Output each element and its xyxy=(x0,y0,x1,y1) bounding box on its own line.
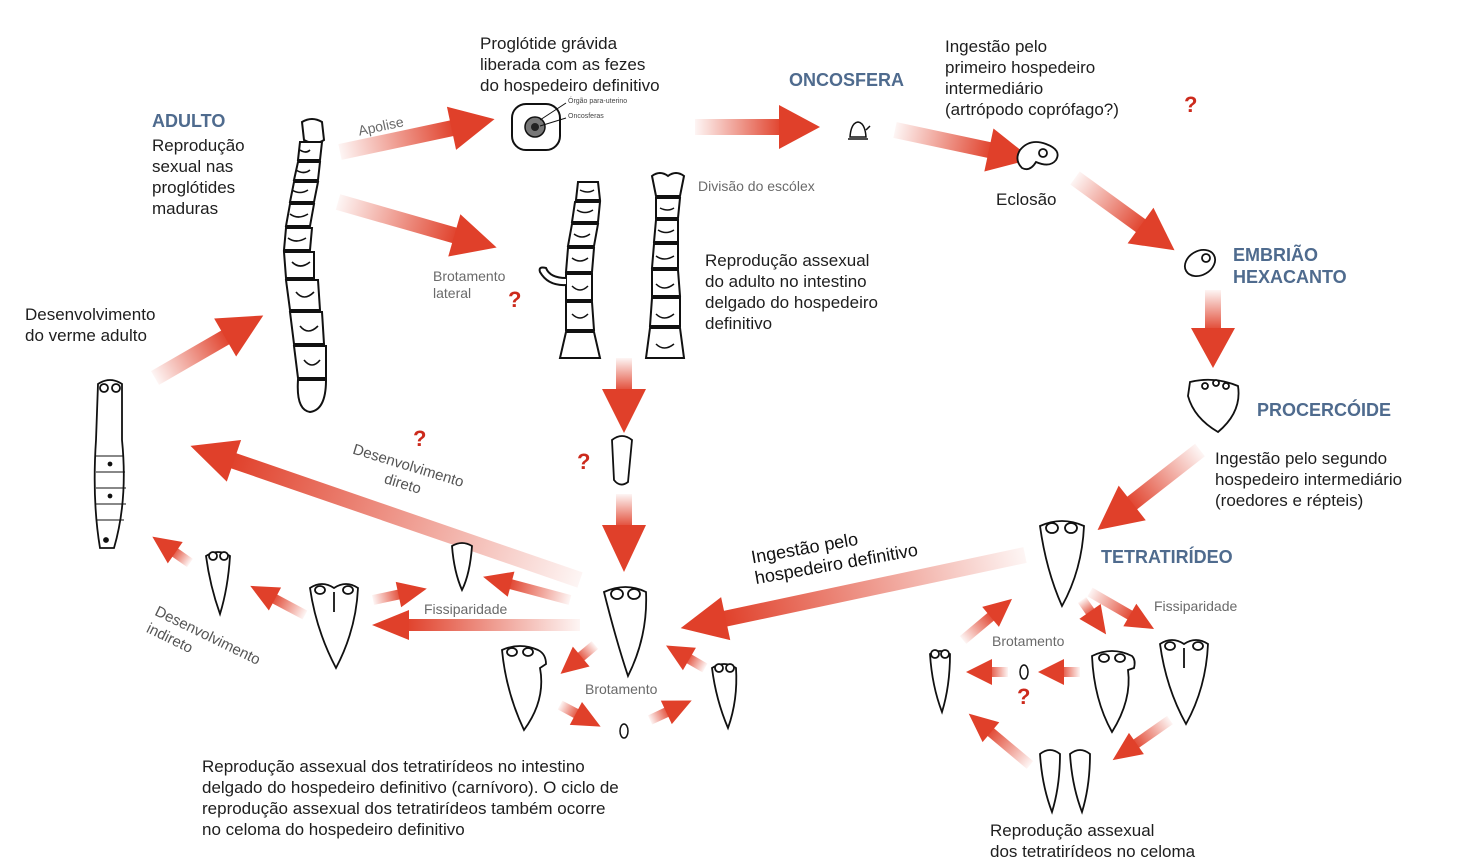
label-ingestao-segundo: Ingestão pelo segundo hospedeiro interme… xyxy=(1215,448,1402,511)
gravid-proglottid xyxy=(512,103,566,150)
label-desenvolvimento-adulto: Desenvolvimento do verme adulto xyxy=(25,304,155,346)
label-reproducao-adulto: Reprodução assexual do adulto no intesti… xyxy=(705,250,878,334)
arrow-to-small-left xyxy=(244,574,311,626)
tetrathyridium-celoma-fissiparity xyxy=(1160,640,1208,724)
label-eclosao: Eclosão xyxy=(996,189,1056,210)
label-brotamento-right: Brotamento xyxy=(992,633,1064,650)
arrow-bud-left xyxy=(552,635,603,684)
arrow-celoma-to-bud xyxy=(1038,659,1080,685)
question-mark-larva: ? xyxy=(577,450,590,474)
arrow-proglotide-to-oncosfera xyxy=(695,105,820,149)
small-larva-left xyxy=(206,552,230,614)
label-reproducao-celoma: Reprodução assexual dos tetratirídeos no… xyxy=(990,820,1195,862)
bud-celoma xyxy=(1020,665,1028,679)
label-adulto-desc: Reprodução sexual nas proglótides madura… xyxy=(152,135,245,219)
arrow-procercoide-to-tetratirideo xyxy=(1084,433,1214,548)
label-oncosferas-tiny: Oncosferas xyxy=(568,113,604,121)
tetrathyridium-celoma-budding xyxy=(1092,651,1135,732)
question-mark-brotamento: ? xyxy=(508,288,521,312)
label-divisao-escolex: Divisão do escólex xyxy=(698,178,815,195)
arrow-reproduction-down xyxy=(602,358,646,433)
arrow-celoma-bud-to-left xyxy=(966,659,1008,685)
developing-worm xyxy=(95,380,126,548)
oncosphere xyxy=(848,122,870,139)
stage-tetratirideo: TETRATIRÍDEO xyxy=(1101,546,1233,568)
question-mark-celoma: ? xyxy=(1017,685,1030,709)
arrow-split-small xyxy=(370,576,429,613)
label-proglotide: Proglótide grávida liberada com as fezes… xyxy=(480,33,660,96)
question-mark-direto: ? xyxy=(413,427,426,451)
stage-oncosfera: ONCOSFERA xyxy=(789,69,904,91)
stage-adulto: ADULTO xyxy=(152,110,225,132)
arrow-desenvolvimento-indireto xyxy=(145,526,198,574)
tetrathyridium-fissiparity-left xyxy=(310,584,358,668)
tetrathyridium-celoma-top xyxy=(1040,521,1084,606)
hatching-embryo xyxy=(1017,142,1057,169)
small-larva-fissiparidade xyxy=(452,543,472,590)
tetrathyridium-budding xyxy=(502,646,546,730)
adult-worm xyxy=(284,119,326,412)
budding-adult xyxy=(540,182,600,358)
procercoid xyxy=(1188,380,1239,432)
label-ingestao-primeiro: Ingestão pelo primeiro hospedeiro interm… xyxy=(945,36,1119,120)
arrow-to-bud xyxy=(554,694,607,739)
label-orgao-parauterino: Órgão para-uterino xyxy=(568,98,627,106)
hexacanth-embryo xyxy=(1180,245,1220,282)
label-brotamento-left: Brotamento xyxy=(585,681,657,698)
tetrathyridium-center xyxy=(604,587,646,676)
arrow-celoma-bottom-to-left xyxy=(960,704,1038,775)
arrow-eclosao-to-embriao xyxy=(1062,160,1187,268)
tetrathyridium-celoma-bottom xyxy=(1040,750,1090,812)
label-brotamento-lateral: Brotamento lateral xyxy=(433,268,505,302)
bud-center xyxy=(620,724,628,738)
question-mark-artropodo: ? xyxy=(1184,93,1197,117)
arrow-desenvolvimento-adulto xyxy=(144,296,274,397)
arrow-embriao-to-procercoide xyxy=(1191,290,1235,368)
small-larva-center xyxy=(612,436,632,485)
label-reproducao-intestino: Reprodução assexual dos tetratirídeos no… xyxy=(202,756,619,840)
arrow-larva-down xyxy=(602,494,646,572)
tetrathyridium-small-right xyxy=(712,664,736,728)
stage-procercoide: PROCERCÓIDE xyxy=(1257,399,1391,421)
arrow-bud-right-in xyxy=(660,634,712,679)
label-fissiparidade-left: Fissiparidade xyxy=(424,601,507,618)
stage-embriao-hexacanto: EMBRIÃO HEXACANTO xyxy=(1233,244,1347,288)
arrow-adult-to-reproduction xyxy=(332,181,503,269)
tetrathyridium-celoma-left xyxy=(930,650,950,712)
label-fissiparidade-right: Fissiparidade xyxy=(1154,598,1237,615)
scolex-division-adult xyxy=(646,173,684,358)
